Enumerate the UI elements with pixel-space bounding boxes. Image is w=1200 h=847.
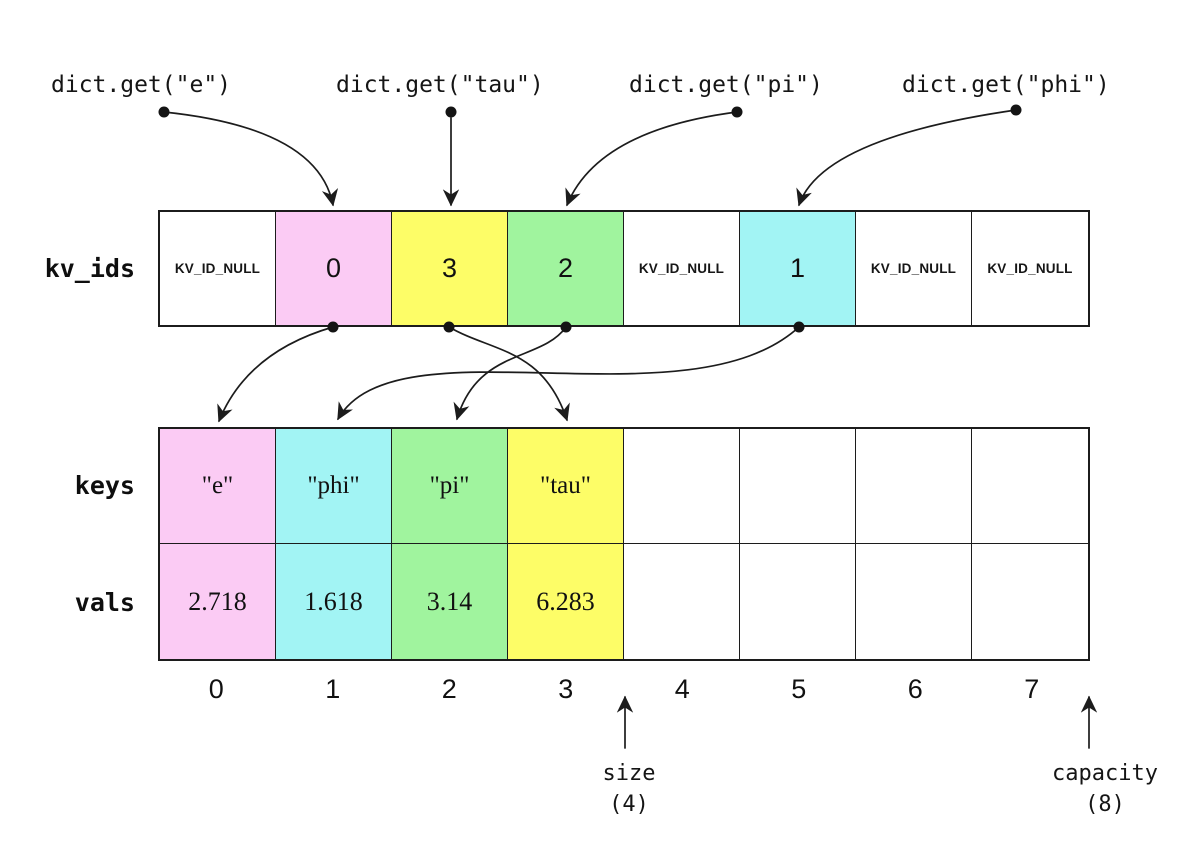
kv-ids-cell-4: KV_ID_NULL bbox=[624, 212, 740, 325]
slot-index-0: 0 bbox=[208, 673, 224, 704]
dot-get-tau bbox=[445, 106, 457, 118]
slot-index-1: 1 bbox=[325, 673, 341, 704]
kv-ids-cell-0: KV_ID_NULL bbox=[160, 212, 276, 325]
vals-cell-4 bbox=[624, 544, 740, 659]
query-get-e: dict.get("e") bbox=[51, 72, 232, 98]
size-value: (4) bbox=[609, 792, 649, 817]
vals-cell-7 bbox=[972, 544, 1088, 659]
vals-cell-0: 2.718 bbox=[160, 544, 276, 659]
arrow-kvid3-to-keys-3 bbox=[448, 326, 570, 422]
vals-cell-6 bbox=[856, 544, 972, 659]
kv-ids-cell-5: 1 bbox=[740, 212, 856, 325]
query-get-tau: dict.get("tau") bbox=[336, 72, 544, 98]
arrow-get-e-to-slot-1 bbox=[163, 111, 339, 207]
vals-cell-2: 3.14 bbox=[392, 544, 508, 659]
slot-index-6: 6 bbox=[907, 673, 923, 704]
slot-index-3: 3 bbox=[558, 673, 574, 704]
query-get-pi: dict.get("pi") bbox=[629, 72, 823, 98]
keys-vals-array: "e" "phi" "pi" "tau" 2.718 1.618 3.14 6.… bbox=[158, 427, 1090, 661]
kv-ids-cell-7: KV_ID_NULL bbox=[972, 212, 1088, 325]
keys-cell-2: "pi" bbox=[392, 429, 508, 544]
arrow-kvid0-to-keys-0 bbox=[217, 326, 334, 423]
dot-get-e bbox=[158, 106, 170, 118]
slot-index-row: 0 1 2 3 4 5 6 7 bbox=[158, 671, 1090, 707]
vals-cell-3: 6.283 bbox=[508, 544, 624, 659]
kv-ids-label: kv_ids bbox=[44, 254, 135, 283]
keys-cell-0: "e" bbox=[160, 429, 276, 544]
kv-ids-array: KV_ID_NULL 0 3 2 KV_ID_NULL 1 KV_ID_NULL… bbox=[158, 210, 1090, 327]
kv-ids-cell-3: 2 bbox=[508, 212, 624, 325]
dot-get-phi bbox=[1010, 104, 1022, 116]
query-get-phi: dict.get("phi") bbox=[902, 72, 1110, 98]
slot-index-4: 4 bbox=[674, 673, 690, 704]
kv-ids-cell-2: 3 bbox=[392, 212, 508, 325]
keys-cell-6 bbox=[856, 429, 972, 544]
arrow-get-phi-to-slot-5 bbox=[796, 109, 1017, 207]
vals-cell-1: 1.618 bbox=[276, 544, 392, 659]
kv-ids-cell-1: 0 bbox=[276, 212, 392, 325]
arrow-kvid2-to-keys-2 bbox=[453, 326, 567, 421]
dot-get-pi bbox=[731, 106, 743, 118]
keys-cell-7 bbox=[972, 429, 1088, 544]
keys-cell-1: "phi" bbox=[276, 429, 392, 544]
arrow-kvid1-to-keys-1 bbox=[337, 326, 800, 421]
keys-cell-3: "tau" bbox=[508, 429, 624, 544]
keys-cell-4 bbox=[624, 429, 740, 544]
slot-index-2: 2 bbox=[441, 673, 457, 704]
slot-index-5: 5 bbox=[791, 673, 807, 704]
kv-ids-cell-6: KV_ID_NULL bbox=[856, 212, 972, 325]
keys-label: keys bbox=[74, 471, 135, 500]
vals-cell-5 bbox=[740, 544, 856, 659]
vals-label: vals bbox=[74, 588, 135, 617]
capacity-value: (8) bbox=[1085, 792, 1125, 817]
size-label: size bbox=[602, 761, 656, 786]
keys-cell-5 bbox=[740, 429, 856, 544]
capacity-label: capacity bbox=[1052, 761, 1158, 786]
arrow-get-pi-to-slot-3 bbox=[565, 111, 738, 207]
slot-index-7: 7 bbox=[1024, 673, 1040, 704]
